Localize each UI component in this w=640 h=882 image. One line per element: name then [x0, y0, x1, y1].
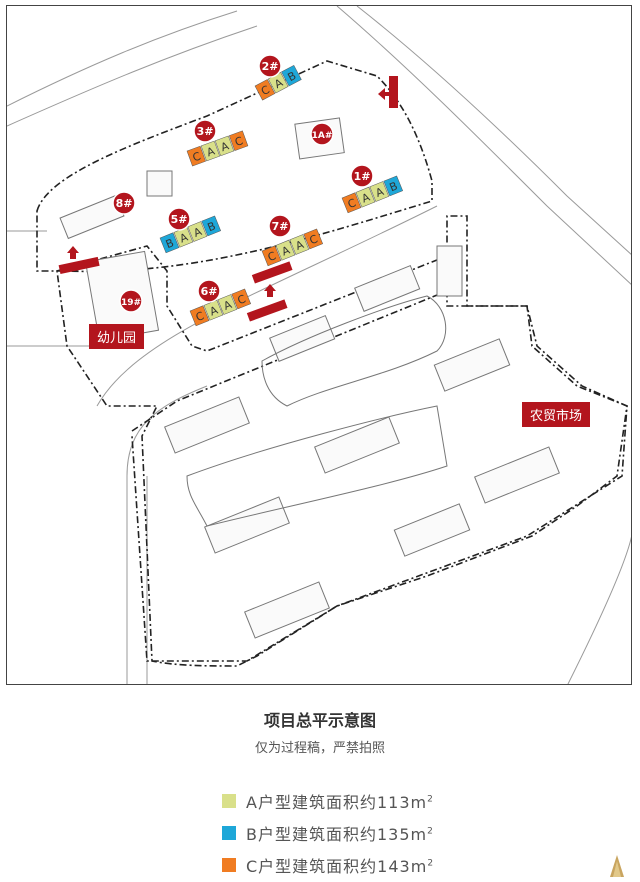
legend-row-c: C户型建筑面积约143m2	[222, 854, 434, 876]
legend-letter-b: B	[246, 825, 258, 844]
building-badge-label: 3#	[197, 125, 214, 138]
building-badge	[268, 214, 292, 238]
building-badge	[112, 191, 136, 215]
kindergarten-text: 幼儿园	[97, 331, 137, 346]
building-badge-label: 7#	[272, 220, 289, 233]
legend-swatch-c	[222, 858, 236, 872]
building-19: 19#	[119, 289, 143, 313]
building-badge	[258, 54, 282, 78]
building-badge-label: 8#	[116, 197, 133, 210]
unit-tile-b	[159, 232, 180, 254]
unit-tile-c	[186, 145, 206, 167]
unit-tile-a	[203, 299, 224, 321]
building-badge	[193, 119, 217, 143]
building-badge	[350, 164, 374, 188]
unit-letter: A	[205, 144, 217, 159]
market-text: 农贸市场	[530, 409, 583, 424]
unit-letter: C	[233, 134, 245, 149]
unit-letter: B	[206, 219, 218, 234]
legend-sup-a: 2	[427, 794, 434, 805]
brand-logo-icon	[610, 855, 624, 877]
unit-tile-a	[200, 140, 221, 162]
unit-tile-a	[214, 135, 235, 157]
building-badge-label: 5#	[171, 213, 188, 226]
kindergarten-label: 幼儿园	[89, 324, 145, 349]
unit-letter: C	[191, 150, 203, 165]
building-badge-label: 1A#	[312, 131, 333, 141]
unit-letter: B	[164, 236, 176, 251]
unit-tile-a	[355, 186, 376, 208]
building-badge	[310, 122, 334, 146]
building-badge-label: 2#	[262, 60, 279, 73]
legend-text-c: 户型建筑面积约143m	[258, 857, 428, 876]
entrance-tags	[58, 76, 398, 322]
unit-tile-b	[383, 175, 404, 197]
legend-text-a: 户型建筑面积约113m	[257, 793, 428, 812]
building-outlines	[59, 117, 560, 639]
unit-tile-c	[261, 245, 282, 267]
building-8: 8#	[112, 191, 136, 215]
legend-swatch-b	[222, 826, 236, 840]
market-label: 农贸市场	[522, 402, 591, 427]
legend-swatch-a	[222, 794, 236, 808]
entrance-arrows	[67, 88, 393, 297]
unit-tile-b	[281, 65, 302, 87]
caption-title: 项目总平示意图	[263, 711, 376, 730]
unit-tile-a	[369, 181, 390, 202]
unit-tile-a	[275, 239, 296, 261]
building-badge-label: 1#	[354, 170, 371, 183]
unit-tile-c	[341, 192, 362, 214]
unit-letter: B	[388, 179, 400, 194]
unit-tile-a	[217, 294, 238, 315]
legend-row-b: B户型建筑面积约135m2	[222, 822, 434, 844]
building-1a: 1A#	[310, 122, 334, 146]
unit-letter: A	[219, 139, 231, 154]
legend-sup-b: 2	[427, 826, 434, 837]
unit-tile-c	[189, 305, 210, 327]
legend-letter-c: C	[246, 857, 259, 876]
caption-subtitle: 仅为过程稿，严禁拍照	[254, 741, 385, 756]
legend-text-b: 户型建筑面积约135m	[257, 825, 428, 844]
unit-tile-c	[303, 228, 324, 250]
unit-tile-c	[254, 79, 276, 101]
unit-tile-a	[289, 234, 310, 255]
building-badge	[167, 207, 191, 231]
unit-tile-a	[187, 221, 208, 242]
legend-row-a: A户型建筑面积约113m2	[222, 790, 434, 812]
building-badge	[197, 279, 221, 303]
unit-tile-c	[228, 130, 249, 151]
legend-sup-c: 2	[427, 858, 435, 869]
legend-letter-a: A	[246, 793, 258, 812]
unit-tile-b	[201, 215, 222, 237]
unit-tile-c	[231, 288, 252, 310]
building-badge-label: 19#	[121, 298, 141, 308]
building-badge-label: 6#	[201, 285, 218, 298]
building-badge	[119, 289, 143, 313]
